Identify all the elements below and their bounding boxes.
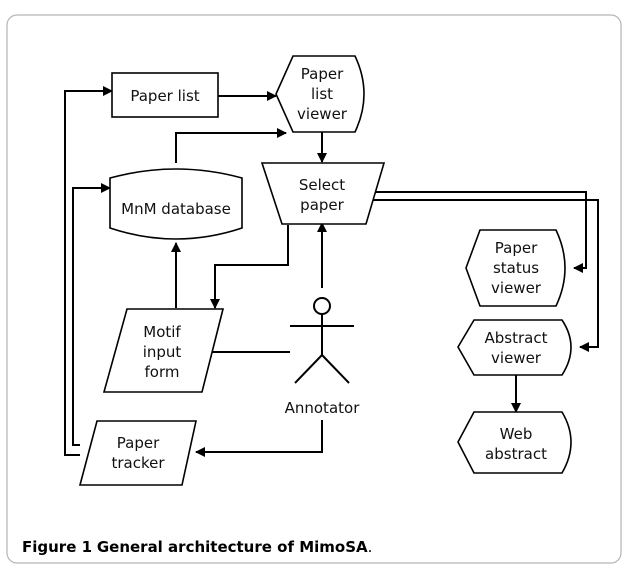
paper-status-viewer-label-2: status bbox=[493, 259, 539, 277]
edge-select-to-motif bbox=[210, 225, 289, 309]
figure-border bbox=[6, 14, 622, 564]
edge-select-to-abstract bbox=[366, 199, 599, 352]
abstract-viewer-node bbox=[457, 319, 572, 376]
web-abstract-label-1: Web bbox=[500, 425, 533, 443]
annotator-label: Annotator bbox=[285, 399, 361, 417]
abstract-viewer-label-2: viewer bbox=[491, 349, 542, 367]
edge-select-to-status bbox=[366, 191, 587, 273]
paper-tracker-label-1: Paper bbox=[117, 434, 160, 452]
web-abstract-node bbox=[457, 411, 572, 474]
caption-end: . bbox=[367, 538, 373, 556]
paper-list-viewer-label-3: viewer bbox=[297, 105, 348, 123]
paper-tracker-label-2: tracker bbox=[111, 454, 165, 472]
select-paper-label-1: Select bbox=[299, 176, 345, 194]
edge-annotator-to-tracker bbox=[195, 420, 323, 457]
paper-list-label: Paper list bbox=[130, 87, 199, 105]
motif-input-form-label-2: input bbox=[143, 343, 182, 361]
caption-label: Figure 1 bbox=[22, 538, 93, 556]
edge-database-to-viewer bbox=[175, 128, 287, 163]
annotator-left-leg bbox=[294, 354, 323, 384]
connectors bbox=[64, 86, 599, 457]
annotator-head bbox=[313, 297, 331, 315]
motif-input-form-label-3: form bbox=[145, 363, 180, 381]
paper-list-viewer-label-2: list bbox=[311, 85, 333, 103]
paper-status-viewer-label-1: Paper bbox=[495, 239, 538, 257]
paper-list-viewer-label-1: Paper bbox=[301, 65, 344, 83]
motif-input-form-label-1: Motif bbox=[143, 323, 181, 341]
paper-list-viewer-node bbox=[275, 55, 365, 133]
paper-status-viewer-node bbox=[465, 229, 566, 307]
motif-input-form-node bbox=[102, 308, 225, 393]
paper-tracker-node bbox=[78, 420, 197, 486]
edge-tracker-to-paperlist bbox=[64, 86, 113, 456]
select-paper-node bbox=[260, 162, 386, 225]
annotator-right-leg bbox=[321, 354, 350, 384]
paper-status-viewer-label-3: viewer bbox=[491, 279, 542, 297]
annotator-figure bbox=[290, 297, 354, 384]
figure-caption: Figure 1 General architecture of MimoSA. bbox=[22, 538, 372, 556]
select-paper-label-2: paper bbox=[300, 196, 344, 214]
paper-list-node bbox=[111, 72, 219, 118]
mnm-database-label: MnM database bbox=[121, 200, 231, 218]
caption-text: General architecture of MimoSA bbox=[96, 538, 368, 556]
mnm-database-node bbox=[109, 168, 243, 240]
edge-tracker-to-database bbox=[72, 183, 111, 446]
web-abstract-label-2: abstract bbox=[485, 445, 547, 463]
abstract-viewer-label-1: Abstract bbox=[485, 329, 548, 347]
